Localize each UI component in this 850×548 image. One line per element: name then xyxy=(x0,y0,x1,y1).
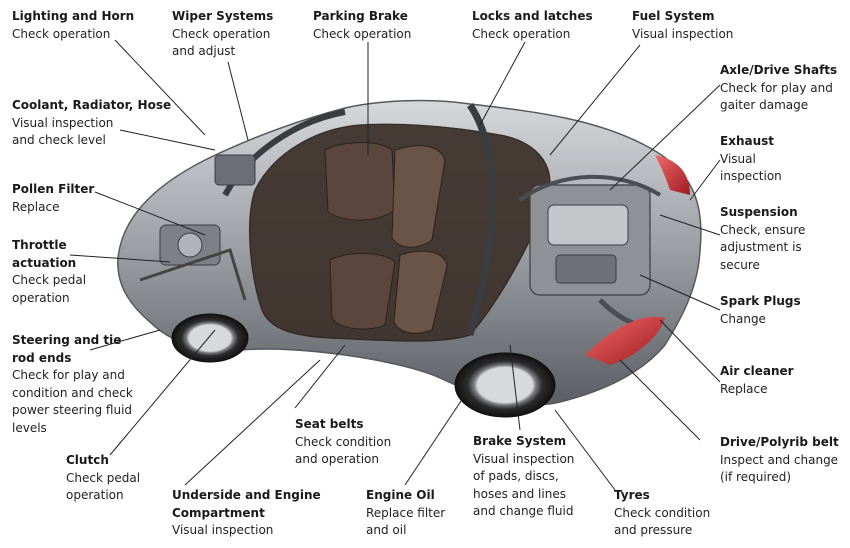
callout-desc: Visual inspection xyxy=(720,151,782,184)
callout-title: Clutch xyxy=(66,453,109,467)
callout-title: Pollen Filter xyxy=(12,182,95,196)
callout-desc: Check condition and operation xyxy=(295,434,392,467)
rear-wheel xyxy=(454,352,556,418)
callout-desc: Check operation xyxy=(12,26,111,41)
callout-desc: Visual inspection xyxy=(632,26,734,41)
front-wheel xyxy=(171,313,249,363)
seat-rear xyxy=(324,142,396,221)
callout-title: Wiper Systems xyxy=(172,9,274,23)
callout-title: Seat belts xyxy=(295,417,364,431)
callout-title: Suspension xyxy=(720,205,798,219)
callout-spark-plugs: Spark Plugs Change xyxy=(720,293,801,328)
callout-title: Spark Plugs xyxy=(720,294,801,308)
callout-title: Throttle actuation xyxy=(12,238,77,270)
callout-underside-engine: Underside and Engine Compartment Visual … xyxy=(172,487,321,540)
callout-desc: Inspect and change (if required) xyxy=(720,452,839,485)
callout-title: Drive/Polyrib belt xyxy=(720,435,839,449)
callout-desc: Check for play and condition and check p… xyxy=(12,368,133,435)
callout-wiper-systems: Wiper Systems Check operation and adjust xyxy=(172,8,273,61)
callout-desc: Check operation xyxy=(313,26,412,41)
callout-title: Tyres xyxy=(614,488,650,502)
callout-desc: Replace xyxy=(12,199,60,214)
tail-light-upper xyxy=(655,155,690,195)
callout-title: Engine Oil xyxy=(366,488,435,502)
callout-title: Locks and latches xyxy=(472,9,593,23)
seat-left xyxy=(391,145,446,248)
tail-light-lower xyxy=(585,316,665,365)
seat-right xyxy=(329,252,396,330)
roll-hoop xyxy=(466,103,496,336)
callout-pollen-filter: Pollen Filter Replace xyxy=(12,181,94,216)
callout-desc: Visual inspection and check level xyxy=(12,115,114,148)
leader-lines xyxy=(69,39,721,491)
callout-drive-polyrib-belt: Drive/Polyrib belt Inspect and change (i… xyxy=(720,434,839,487)
callout-clutch: Clutch Check pedal operation xyxy=(66,452,140,505)
callout-desc: Replace filter and oil xyxy=(366,505,446,538)
callout-title: Parking Brake xyxy=(313,9,408,23)
callout-engine-oil: Engine Oil Replace filter and oil xyxy=(366,487,445,540)
callout-title: Brake System xyxy=(473,434,567,448)
callout-desc: Check for play and gaiter damage xyxy=(720,80,833,113)
seat-front xyxy=(393,250,448,334)
callout-title: Steering and tie rod ends xyxy=(12,333,122,365)
callout-title: Underside and Engine Compartment xyxy=(172,488,321,520)
callout-locks-latches: Locks and latches Check operation xyxy=(472,8,593,43)
callout-tyres: Tyres Check condition and pressure xyxy=(614,487,710,540)
callout-title: Exhaust xyxy=(720,134,774,148)
callout-desc: Check pedal operation xyxy=(66,470,141,503)
callout-desc: Check pedal operation xyxy=(12,273,87,305)
callout-throttle-actuation: Throttle actuation Check pedal operation xyxy=(12,237,86,307)
callout-lighting-horn: Lighting and Horn Check operation xyxy=(12,8,134,43)
callout-desc: Replace xyxy=(720,381,768,396)
callout-desc: Change xyxy=(720,311,766,326)
callout-brake-system: Brake System Visual inspection of pads, … xyxy=(473,433,574,521)
callout-title: Fuel System xyxy=(632,9,715,23)
callout-suspension: Suspension Check, ensure adjustment is s… xyxy=(720,204,805,274)
callout-air-cleaner: Air cleaner Replace xyxy=(720,363,794,398)
callout-title: Coolant, Radiator, Hose xyxy=(12,98,172,112)
callout-fuel-system: Fuel System Visual inspection xyxy=(632,8,733,43)
callout-desc: Check condition and pressure xyxy=(614,505,711,538)
callout-desc: Check operation xyxy=(472,26,571,41)
callout-coolant-radiator-hose: Coolant, Radiator, Hose Visual inspectio… xyxy=(12,97,171,150)
callout-desc: Check, ensure adjustment is secure xyxy=(720,222,806,272)
callout-seat-belts: Seat belts Check condition and operation xyxy=(295,416,391,469)
callout-parking-brake: Parking Brake Check operation xyxy=(313,8,411,43)
callout-desc: Visual inspection xyxy=(172,523,274,537)
callout-title: Lighting and Horn xyxy=(12,9,135,23)
callout-steering-tie-rod: Steering and tie rod ends Check for play… xyxy=(12,332,133,437)
callout-title: Axle/Drive Shafts xyxy=(720,63,838,77)
callout-axle-drive-shafts: Axle/Drive Shafts Check for play and gai… xyxy=(720,62,837,115)
callout-title: Air cleaner xyxy=(720,364,794,378)
callout-desc: Check operation and adjust xyxy=(172,26,271,59)
callout-desc: Visual inspection of pads, discs, hoses … xyxy=(473,451,575,519)
callout-exhaust: Exhaust Visual inspection xyxy=(720,133,782,186)
